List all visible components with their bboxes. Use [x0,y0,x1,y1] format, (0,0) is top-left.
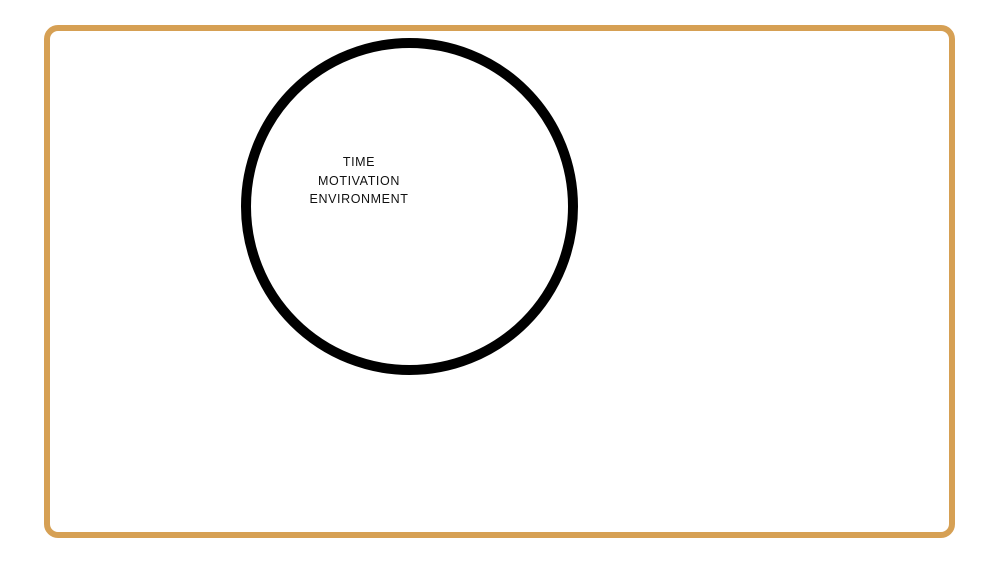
circle-label-time: TIME [342,155,376,169]
circle-label-environment: ENVIRONMENT [309,192,409,206]
circle-label-motivation: MOTIVATION [318,173,400,188]
circle-label-list: TIME MOTIVATION ENVIRONMENT [300,153,418,209]
circle-shape [241,38,578,375]
